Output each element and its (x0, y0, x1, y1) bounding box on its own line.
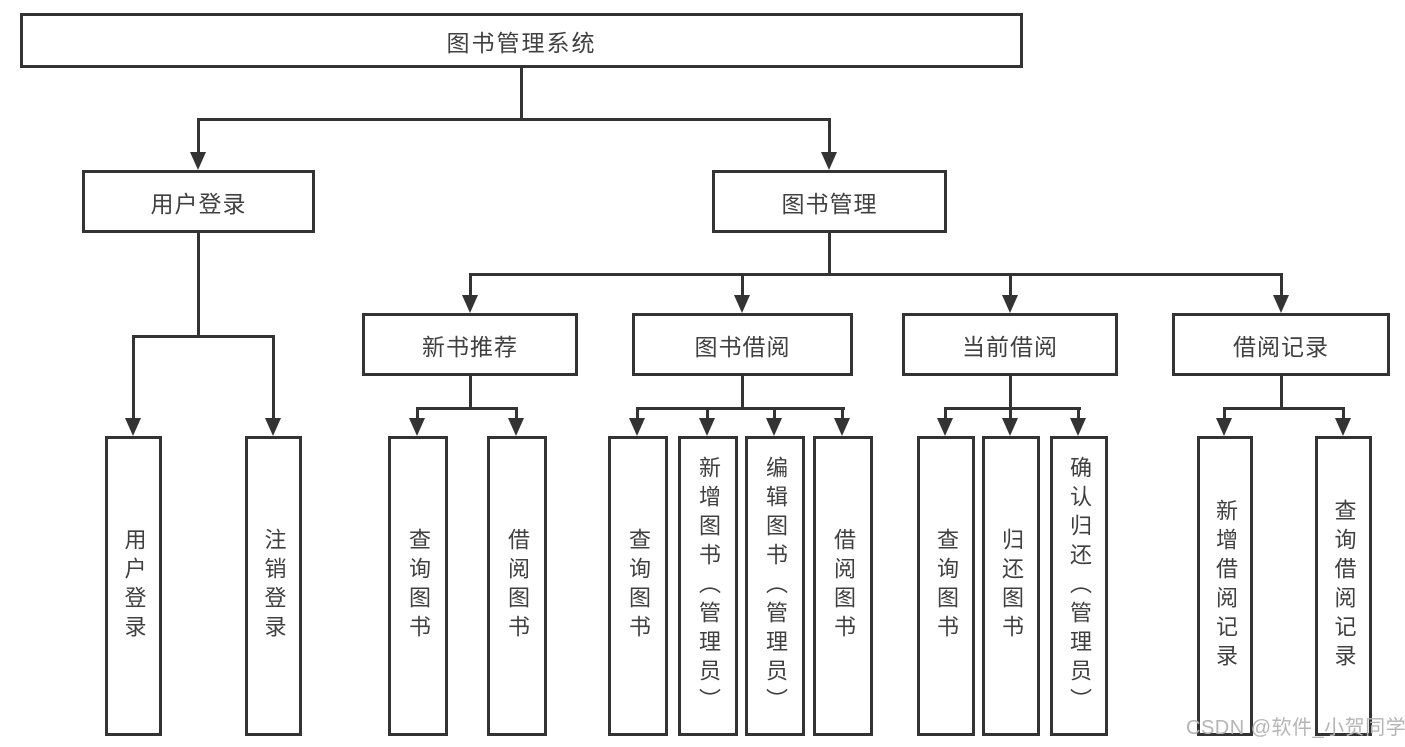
node-current-borrow: 当前借阅 (902, 313, 1118, 376)
arrow-to-leaf-query-books-borrow (629, 407, 645, 436)
node-book-borrow-label: 图书借阅 (694, 333, 791, 360)
arrow-to-current-borrow (1002, 273, 1018, 313)
leaf-user-login-label: 用户登录 (121, 528, 147, 644)
leaf-query-borrow-record-label: 查询借阅记录 (1331, 499, 1357, 673)
leaf-edit-books-admin-label: 编辑图书（管理员） (763, 455, 788, 717)
leaf-add-borrow-record: 新增借阅记录 (1197, 436, 1253, 736)
node-new-book-recommend-label: 新书推荐 (422, 333, 518, 360)
leaf-user-login: 用户登录 (105, 436, 162, 736)
node-new-book-recommend: 新书推荐 (362, 313, 578, 376)
leaf-borrow-books: 借阅图书 (813, 436, 873, 736)
arrow-to-leaf-return-books (1002, 407, 1018, 436)
arrow-to-leaf-logout (265, 335, 281, 436)
leaf-query-books-current-label: 查询图书 (934, 528, 959, 644)
leaf-confirm-return-admin-label: 确认归还（管理员） (1067, 455, 1092, 717)
arrow-to-book-management (821, 118, 837, 170)
leaf-borrow-books-recommend-label: 借阅图书 (505, 528, 530, 644)
arrow-to-leaf-query-borrow-record (1335, 407, 1351, 436)
arrow-to-new-book-recommend (462, 273, 478, 313)
csdn-watermark: CSDN @软件_小贺同学 (1186, 717, 1405, 739)
node-user-login: 用户登录 (82, 170, 315, 233)
node-book-management: 图书管理 (712, 170, 947, 233)
leaf-query-books-recommend: 查询图书 (388, 436, 448, 736)
leaf-return-books-label: 归还图书 (999, 528, 1024, 644)
leaf-add-books-admin: 新增图书（管理员） (678, 436, 738, 736)
connector-current-branch (944, 407, 1081, 410)
node-book-management-label: 图书管理 (781, 190, 878, 217)
connector-borrow-branch (636, 407, 845, 410)
arrow-to-user-login (190, 118, 206, 170)
arrow-to-leaf-query-books-current (937, 407, 953, 436)
connector-borrow-stem (741, 376, 744, 410)
arrow-to-leaf-borrow-books-recommend (508, 407, 524, 436)
leaf-query-books-current: 查询图书 (917, 436, 975, 736)
connector-book-management-stem (828, 233, 831, 276)
leaf-query-borrow-record: 查询借阅记录 (1315, 436, 1372, 736)
leaf-add-borrow-record-label: 新增借阅记录 (1213, 499, 1238, 673)
node-borrow-record-label: 借阅记录 (1233, 333, 1329, 360)
arrow-to-leaf-add-books-admin (699, 407, 715, 436)
connector-recommend-branch (416, 407, 518, 410)
leaf-borrow-books-recommend: 借阅图书 (487, 436, 547, 736)
leaf-return-books: 归还图书 (982, 436, 1040, 736)
leaf-confirm-return-admin: 确认归还（管理员） (1050, 436, 1108, 736)
leaf-add-books-admin-label: 新增图书（管理员） (696, 455, 721, 717)
connector-user-login-branch (132, 335, 275, 338)
connector-root-stem (520, 68, 523, 121)
arrow-to-leaf-confirm-return-admin (1070, 407, 1086, 436)
node-root-system: 图书管理系统 (20, 13, 1023, 68)
arrow-to-leaf-add-borrow-record (1216, 407, 1232, 436)
leaf-edit-books-admin: 编辑图书（管理员） (745, 436, 805, 736)
arrow-to-leaf-user-login (125, 335, 141, 436)
leaf-logout: 注销登录 (245, 436, 302, 736)
node-borrow-record: 借阅记录 (1172, 313, 1390, 376)
arrow-to-leaf-edit-books-admin (766, 407, 782, 436)
connector-user-login-stem (197, 233, 200, 338)
connector-book-management-branch (469, 273, 1283, 276)
node-root-label: 图书管理系统 (446, 29, 597, 56)
leaf-borrow-books-label: 借阅图书 (831, 528, 856, 644)
connector-recommend-stem (469, 376, 472, 410)
arrow-to-leaf-query-books-recommend (409, 407, 425, 436)
leaf-query-books-borrow-label: 查询图书 (626, 528, 651, 644)
connector-current-stem (1009, 376, 1012, 410)
arrow-to-book-borrow (734, 273, 750, 313)
leaf-logout-label: 注销登录 (261, 528, 287, 644)
arrow-to-leaf-borrow-books (834, 407, 850, 436)
node-book-borrow: 图书借阅 (632, 313, 853, 376)
node-current-borrow-label: 当前借阅 (962, 333, 1058, 360)
leaf-query-books-borrow: 查询图书 (608, 436, 668, 736)
connector-record-stem (1280, 376, 1283, 410)
connector-record-branch (1223, 407, 1345, 410)
arrow-to-borrow-record (1273, 273, 1289, 313)
connector-root-branch (197, 118, 831, 121)
node-user-login-label: 用户登录 (150, 190, 247, 217)
leaf-query-books-recommend-label: 查询图书 (406, 528, 431, 644)
